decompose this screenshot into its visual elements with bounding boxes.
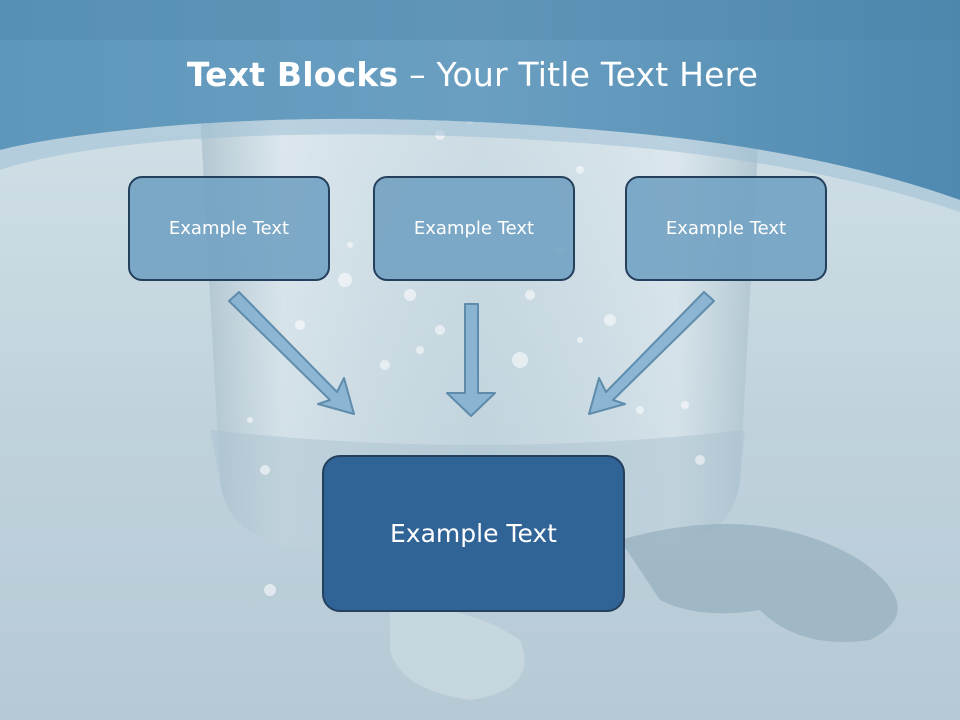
title-rest: – Your Title Text Here xyxy=(398,55,759,94)
text-block-left[interactable]: Example Text xyxy=(128,176,330,281)
text-block-center[interactable]: Example Text xyxy=(373,176,575,281)
title-bold: Text Blocks xyxy=(186,55,399,94)
text-block-bottom-label: Example Text xyxy=(390,519,557,548)
text-block-bottom[interactable]: Example Text xyxy=(322,455,625,612)
text-block-center-label: Example Text xyxy=(413,218,535,239)
text-block-left-label: Example Text xyxy=(168,218,290,239)
slide-title: Text Blocks – Your Title Text Here xyxy=(0,55,945,94)
text-block-right[interactable]: Example Text xyxy=(625,176,827,281)
text-block-right-label: Example Text xyxy=(665,218,787,239)
